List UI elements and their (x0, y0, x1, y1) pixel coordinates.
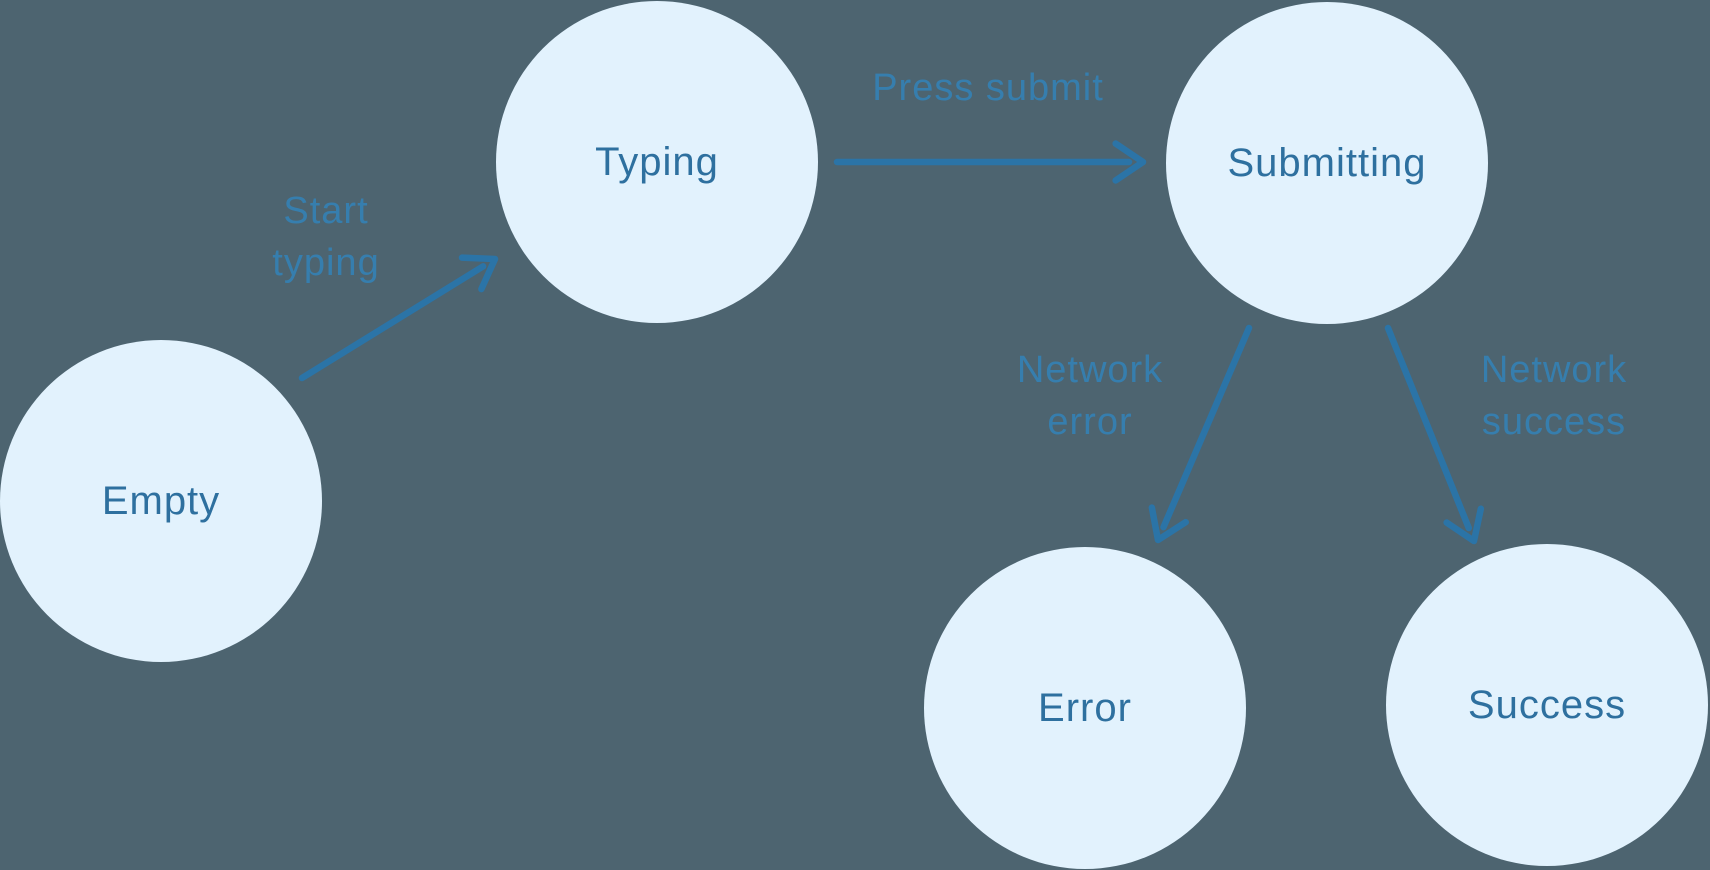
arrow-shaft (1160, 324, 1253, 531)
state-node-success: Success (1386, 544, 1708, 866)
state-node-label: Typing (595, 139, 719, 184)
transition-label-line: Network (1480, 349, 1628, 391)
transition-arrow-start-typing (298, 254, 499, 382)
state-node-error: Error (924, 547, 1246, 869)
transition-label-network-success: Network success (1481, 344, 1627, 448)
transition-arrow-network-error (1148, 324, 1253, 544)
transition-label-press-submit: Press submit (872, 62, 1104, 114)
transition-label-start-typing: Start typing (272, 185, 379, 289)
transition-label-line: error (1047, 401, 1133, 443)
transition-label-line: typing (272, 242, 380, 284)
transition-arrow-press-submit (833, 140, 1147, 184)
state-node-empty: Empty (0, 340, 322, 662)
transition-label-network-error: Network error (1017, 344, 1163, 448)
transition-arrow-network-success (1384, 324, 1485, 545)
transition-label-line: success (1481, 401, 1627, 443)
transition-label-line: Start (283, 190, 369, 232)
arrow-shaft (1384, 324, 1473, 532)
arrow-shaft (298, 263, 487, 382)
arrowhead-icon (1148, 504, 1189, 544)
arrowhead-icon (1443, 505, 1485, 545)
transition-label-line: Press submit (872, 67, 1104, 109)
state-node-label: Error (1038, 685, 1132, 730)
arrowhead-icon (458, 254, 499, 293)
state-node-typing: Typing (496, 1, 818, 323)
state-node-label: Empty (101, 478, 221, 523)
state-node-label: Success (1467, 682, 1627, 727)
state-node-label: Submitting (1227, 140, 1427, 185)
transition-label-line: Network (1016, 349, 1164, 391)
arrowhead-icon (1112, 140, 1147, 184)
state-node-submitting: Submitting (1166, 2, 1488, 324)
